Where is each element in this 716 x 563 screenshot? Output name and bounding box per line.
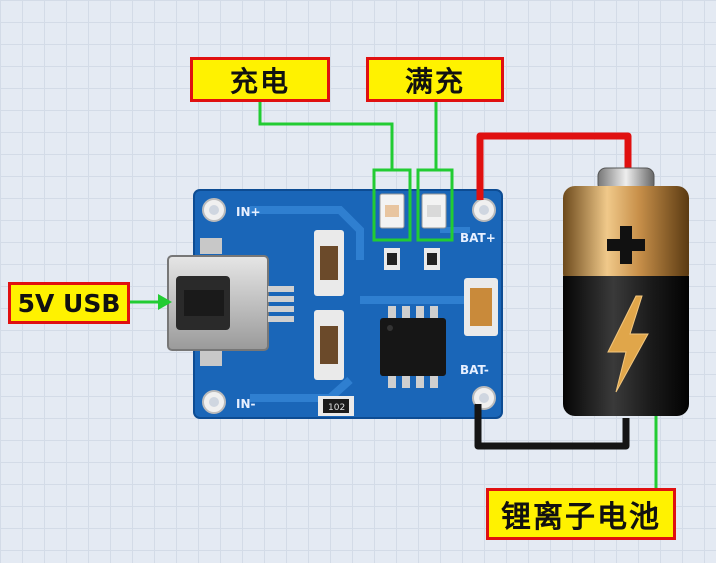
pin-in-plus: IN+ [236,205,261,219]
plus-icon [607,226,645,264]
charging-label: 充电 [190,57,330,102]
usb-pointer-arrow [158,294,172,310]
usb-input-label: 5V USB [8,282,130,324]
pcb-board [167,189,503,419]
ic-chip [380,306,446,388]
resistor-code: 102 [328,403,345,413]
lightning-icon [607,295,649,393]
negative-wire [474,404,630,450]
li-ion-battery [563,167,689,416]
pin-bat-minus: BAT- [460,363,489,377]
mini-usb-connector [167,238,294,366]
positive-wire [476,132,632,200]
pin-in-minus: IN- [236,397,256,411]
full-charge-label: 满充 [366,57,504,102]
charging-pointer-line [258,102,394,170]
pin-bat-plus: BAT+ [460,231,496,245]
battery-label: 锂离子电池 [486,488,676,540]
